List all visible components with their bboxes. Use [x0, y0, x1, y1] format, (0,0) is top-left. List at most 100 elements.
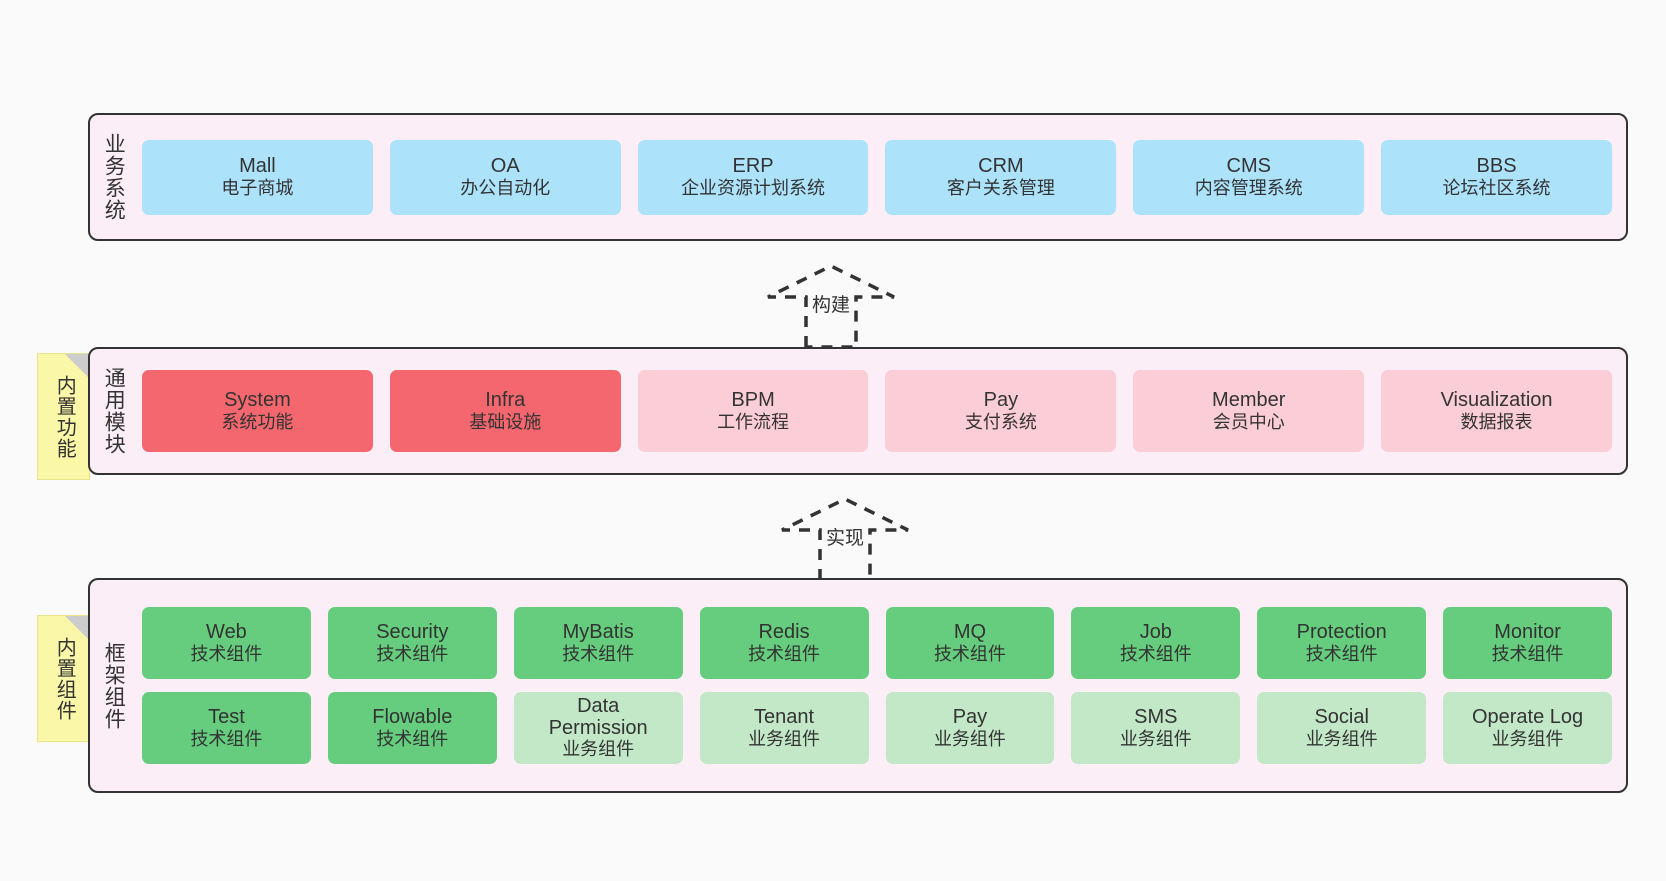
card-row: Mall 电子商城 OA 办公自动化 ERP 企业资源计划系统 CRM 客户关系… — [142, 139, 1612, 215]
card-data-permission[interactable]: Data Permission 业务组件 — [513, 692, 683, 764]
card-subtitle: 工作流程 — [717, 412, 790, 433]
card-oa[interactable]: OA 办公自动化 — [389, 139, 621, 215]
card-member[interactable]: Member 会员中心 — [1133, 370, 1365, 452]
card-title: Data Permission — [548, 694, 648, 740]
card-operate-log[interactable]: Operate Log 业务组件 — [1443, 692, 1612, 764]
card-subtitle: 业务组件 — [1305, 729, 1378, 750]
card-title: System — [224, 388, 291, 411]
note-label: 内置功能 — [53, 374, 76, 459]
card-security[interactable]: Security 技术组件 — [327, 607, 497, 679]
card-bbs[interactable]: BBS 论坛社区系统 — [1381, 139, 1612, 215]
card-title: Social — [1314, 705, 1369, 728]
card-title: Redis — [758, 620, 810, 643]
card-title: SMS — [1134, 705, 1178, 728]
card-subtitle: 技术组件 — [1491, 644, 1564, 665]
card-infra[interactable]: Infra 基础设施 — [389, 370, 621, 452]
card-title: Mall — [239, 154, 276, 177]
card-title: Pay — [983, 388, 1019, 411]
card-row: System 系统功能 Infra 基础设施 BPM 工作流程 Pay 支付系统… — [142, 370, 1612, 452]
card-subtitle: 论坛社区系统 — [1442, 178, 1551, 199]
card-subtitle: 业务组件 — [748, 729, 821, 750]
card-mq[interactable]: MQ 技术组件 — [885, 607, 1055, 679]
card-tenant[interactable]: Tenant 业务组件 — [699, 692, 869, 764]
layer-common-modules: 通用模块 System 系统功能 Infra 基础设施 BPM 工作流程 Pay… — [88, 347, 1628, 475]
card-title: Pay — [952, 705, 988, 728]
card-subtitle: 业务组件 — [562, 739, 635, 760]
card-row: Web 技术组件 Security 技术组件 MyBatis 技术组件 Redi… — [142, 607, 1612, 679]
card-subtitle: 支付系统 — [964, 412, 1037, 433]
layer-title-common-modules: 通用模块 — [102, 367, 126, 455]
note-fold-corner-icon — [65, 354, 89, 378]
card-pay[interactable]: Pay 支付系统 — [885, 370, 1117, 452]
layer-body-business-system: Mall 电子商城 OA 办公自动化 ERP 企业资源计划系统 CRM 客户关系… — [136, 115, 1626, 239]
layer-body-framework-components: Web 技术组件 Security 技术组件 MyBatis 技术组件 Redi… — [136, 580, 1626, 791]
connector-implement: 实现 — [770, 495, 920, 583]
card-title: Test — [208, 705, 245, 728]
layer-business-system: 业务系统 Mall 电子商城 OA 办公自动化 ERP 企业资源计划系统 CRM… — [88, 113, 1628, 241]
card-mybatis[interactable]: MyBatis 技术组件 — [513, 607, 683, 679]
card-subtitle: 内容管理系统 — [1194, 178, 1303, 199]
note-fold-corner-icon — [65, 616, 89, 640]
card-title: Web — [206, 620, 247, 643]
card-flowable[interactable]: Flowable 技术组件 — [327, 692, 497, 764]
card-mall[interactable]: Mall 电子商城 — [142, 139, 373, 215]
connector-build: 构建 — [756, 262, 906, 350]
card-job[interactable]: Job 技术组件 — [1071, 607, 1241, 679]
card-subtitle: 会员中心 — [1212, 412, 1285, 433]
card-subtitle: 企业资源计划系统 — [681, 178, 826, 199]
card-subtitle: 业务组件 — [933, 729, 1006, 750]
note-builtin-feature: 内置功能 — [37, 353, 90, 480]
card-test[interactable]: Test 技术组件 — [142, 692, 311, 764]
card-bpm[interactable]: BPM 工作流程 — [637, 370, 869, 452]
card-sms[interactable]: SMS 业务组件 — [1071, 692, 1241, 764]
note-builtin-component: 内置组件 — [37, 615, 90, 742]
card-visualization[interactable]: Visualization 数据报表 — [1381, 370, 1612, 452]
card-monitor[interactable]: Monitor 技术组件 — [1443, 607, 1612, 679]
card-title: Visualization — [1440, 388, 1553, 411]
card-social[interactable]: Social 业务组件 — [1257, 692, 1427, 764]
card-title: ERP — [732, 154, 774, 177]
layer-title-framework-components: 框架组件 — [102, 641, 126, 730]
card-cms[interactable]: CMS 内容管理系统 — [1133, 139, 1365, 215]
card-row: Test 技术组件 Flowable 技术组件 Data Permission … — [142, 692, 1612, 764]
card-subtitle: 技术组件 — [376, 644, 449, 665]
card-pay-business[interactable]: Pay 业务组件 — [885, 692, 1055, 764]
card-subtitle: 基础设施 — [469, 412, 542, 433]
dashed-arrow-up-icon — [767, 264, 895, 349]
card-subtitle: 技术组件 — [748, 644, 821, 665]
card-title: Infra — [485, 388, 526, 411]
card-title: Operate Log — [1471, 705, 1584, 728]
card-title: Protection — [1296, 620, 1387, 643]
card-crm[interactable]: CRM 客户关系管理 — [885, 139, 1117, 215]
card-title: Tenant — [754, 705, 815, 728]
card-subtitle: 技术组件 — [376, 729, 449, 750]
card-subtitle: 电子商城 — [221, 178, 294, 199]
card-system[interactable]: System 系统功能 — [142, 370, 373, 452]
card-redis[interactable]: Redis 技术组件 — [699, 607, 869, 679]
card-subtitle: 技术组件 — [190, 644, 263, 665]
card-subtitle: 数据报表 — [1460, 412, 1533, 433]
card-subtitle: 业务组件 — [1491, 729, 1564, 750]
layer-body-common-modules: System 系统功能 Infra 基础设施 BPM 工作流程 Pay 支付系统… — [136, 349, 1626, 473]
card-protection[interactable]: Protection 技术组件 — [1257, 607, 1427, 679]
card-title: BBS — [1476, 154, 1517, 177]
card-title: Flowable — [372, 705, 453, 728]
note-label: 内置组件 — [53, 636, 76, 721]
card-subtitle: 客户关系管理 — [946, 178, 1055, 199]
card-title: MyBatis — [562, 620, 634, 643]
card-title: Security — [376, 620, 449, 643]
card-subtitle: 办公自动化 — [460, 178, 551, 199]
card-title: MQ — [953, 620, 987, 643]
card-title: CRM — [978, 154, 1024, 177]
card-title: Member — [1212, 388, 1286, 411]
dashed-arrow-up-icon — [781, 497, 909, 582]
card-erp[interactable]: ERP 企业资源计划系统 — [637, 139, 869, 215]
card-web[interactable]: Web 技术组件 — [142, 607, 311, 679]
card-title: CMS — [1226, 154, 1271, 177]
card-title: Job — [1139, 620, 1172, 643]
card-subtitle: 技术组件 — [190, 729, 263, 750]
layer-framework-components: 框架组件 Web 技术组件 Security 技术组件 MyBatis 技术组件… — [88, 578, 1628, 793]
layer-title-business-system: 业务系统 — [102, 133, 126, 221]
card-subtitle: 技术组件 — [933, 644, 1006, 665]
